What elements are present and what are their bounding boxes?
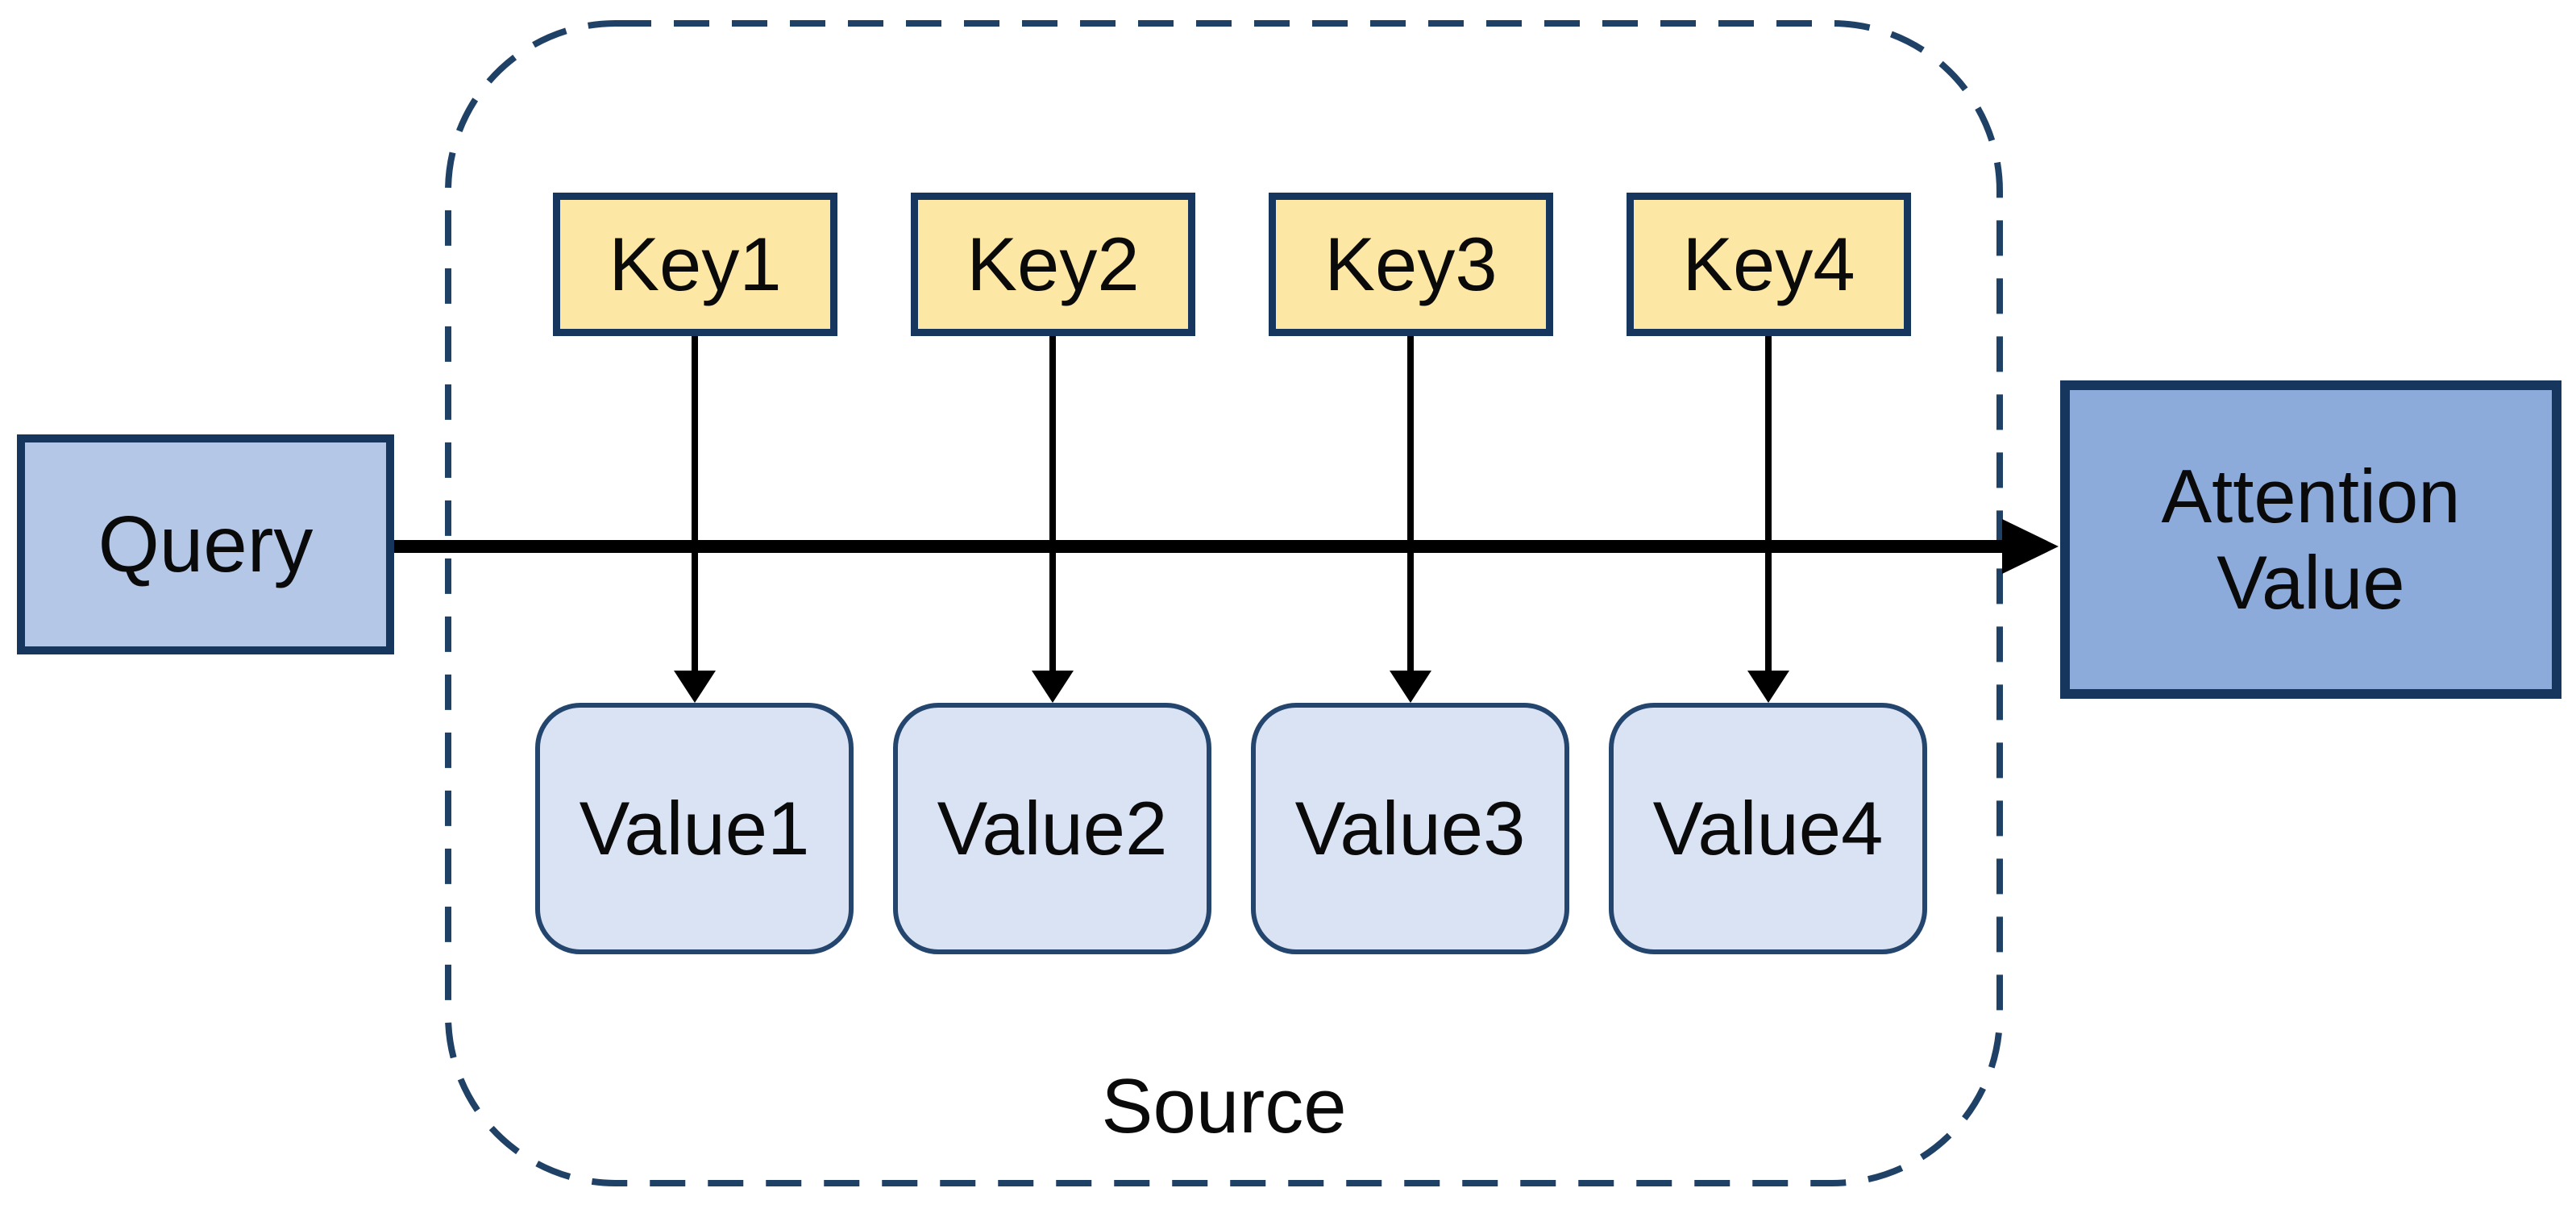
value2-label: Value2 bbox=[937, 786, 1168, 870]
arrowhead-down-icon bbox=[674, 671, 716, 703]
attention-value-node: Attention Value bbox=[2060, 380, 2561, 699]
value2-node: Value2 bbox=[893, 703, 1211, 954]
query-label: Query bbox=[98, 500, 314, 588]
value3-label: Value3 bbox=[1294, 786, 1526, 870]
key2-label: Key2 bbox=[966, 222, 1140, 306]
arrowhead-right-icon bbox=[2002, 519, 2059, 574]
key1-node: Key1 bbox=[553, 193, 837, 336]
key3-label: Key3 bbox=[1324, 222, 1498, 306]
value4-label: Value4 bbox=[1652, 786, 1884, 870]
source-dashed-border bbox=[445, 20, 2003, 1186]
key3-to-value3-arrow bbox=[1390, 336, 1431, 703]
key4-label: Key4 bbox=[1682, 222, 1855, 306]
query-node: Query bbox=[17, 434, 394, 654]
key4-to-value4-arrow bbox=[1747, 336, 1789, 703]
arrowhead-down-icon bbox=[1390, 671, 1431, 703]
key2-to-value2-arrow bbox=[1032, 336, 1074, 703]
query-to-attention-arrow bbox=[394, 519, 2059, 574]
key2-node: Key2 bbox=[911, 193, 1195, 336]
value1-node: Value1 bbox=[535, 703, 854, 954]
value3-node: Value3 bbox=[1251, 703, 1569, 954]
source-label: Source bbox=[1101, 1063, 1347, 1149]
key1-to-value1-arrow bbox=[674, 336, 716, 703]
attention-value-label-line2: Value bbox=[2217, 539, 2405, 625]
key3-node: Key3 bbox=[1269, 193, 1553, 336]
attention-value-label-line1: Attention bbox=[2161, 454, 2461, 539]
key1-label: Key1 bbox=[609, 222, 782, 306]
arrowhead-down-icon bbox=[1032, 671, 1074, 703]
value4-node: Value4 bbox=[1609, 703, 1927, 954]
value1-label: Value1 bbox=[579, 786, 810, 870]
key4-node: Key4 bbox=[1627, 193, 1911, 336]
arrowhead-down-icon bbox=[1747, 671, 1789, 703]
